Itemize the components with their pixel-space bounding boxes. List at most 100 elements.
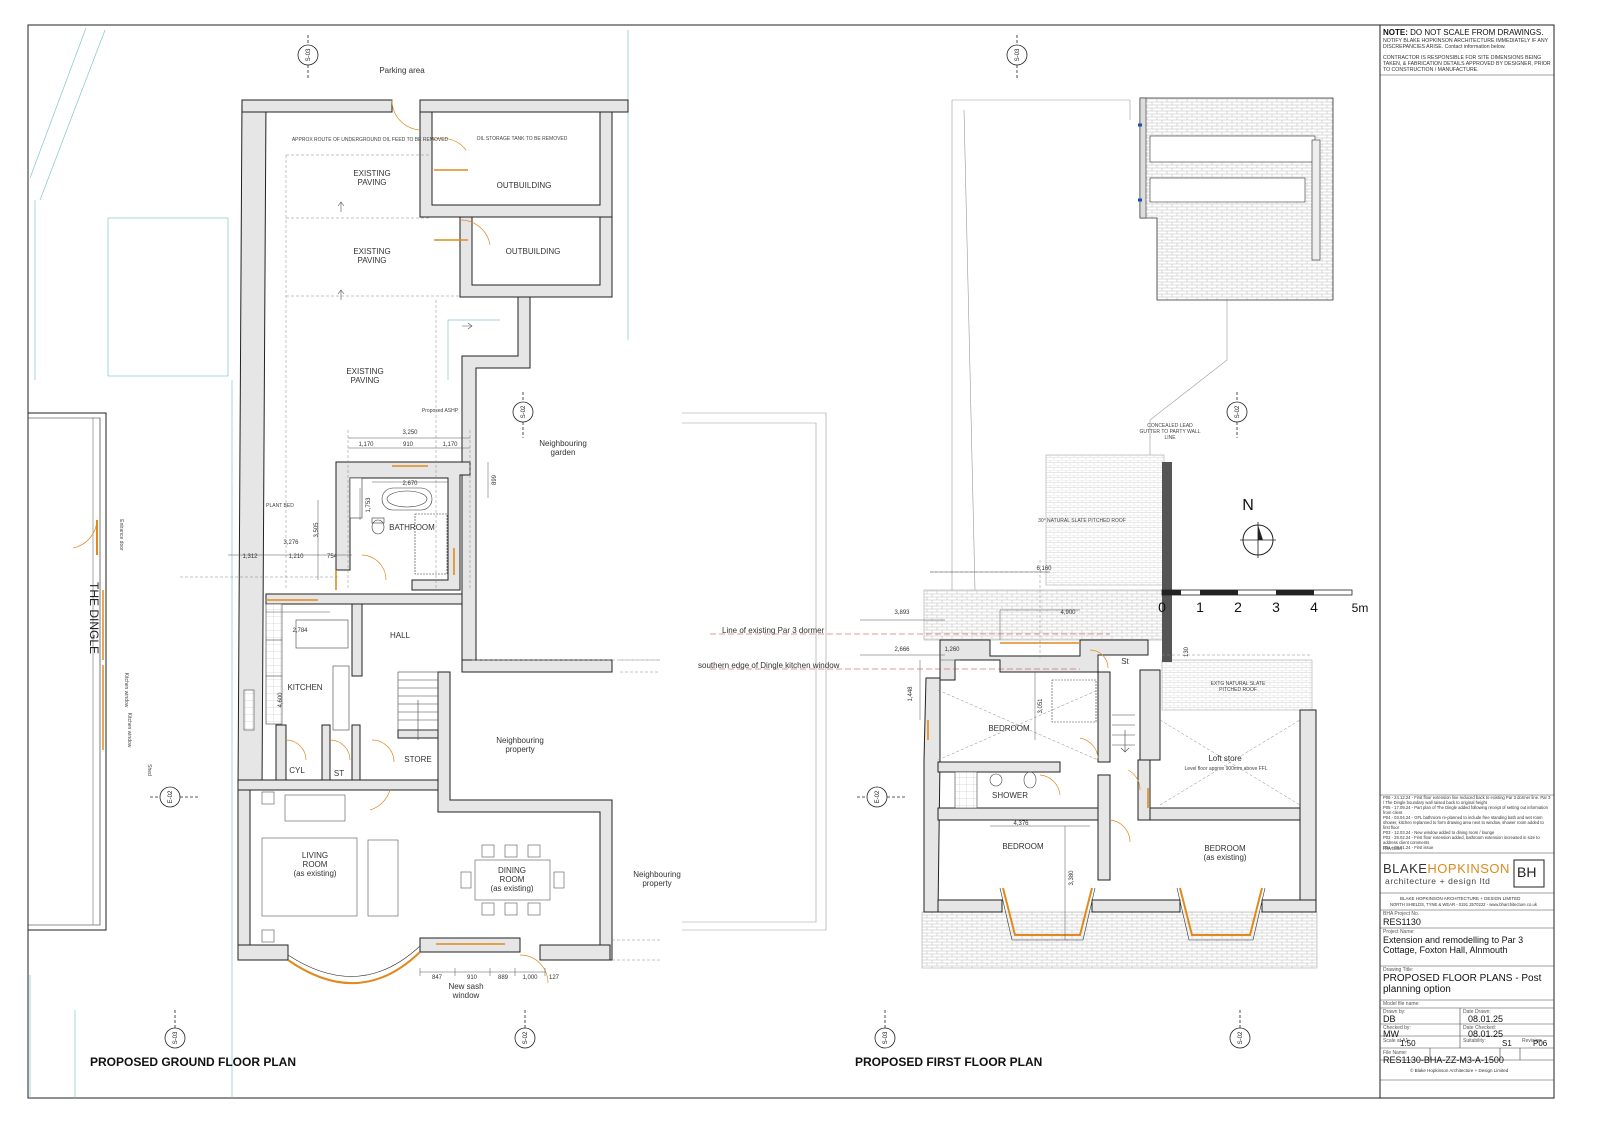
- scale-bar-tick: 2: [1234, 599, 1242, 615]
- gutter-note: LINE: [1164, 435, 1176, 441]
- dimension-text: 4,900: [1060, 610, 1076, 616]
- first-small-notes: CONCEALED LEAD GUTTER TO PARTY WALL LINE…: [1038, 423, 1268, 772]
- date-drawn-label: Date Drawn:: [1463, 1009, 1491, 1015]
- paving-guides: [180, 154, 660, 961]
- parking-label: Parking area: [379, 66, 425, 75]
- ground-small-notes: APPROX ROUTE OF UNDERGROUND OIL FEED TO …: [118, 136, 568, 776]
- bedroom-label: BEDROOM: [988, 724, 1030, 733]
- revision-label: Revision: [1383, 846, 1403, 852]
- fall-arrows: [337, 201, 473, 330]
- drawn-by: DB: [1383, 1014, 1396, 1024]
- dimension-text: 2,670: [402, 481, 418, 487]
- section-label: S-03: [883, 1031, 889, 1044]
- shed-note: Shed: [146, 764, 152, 776]
- section-label: S-02: [1235, 405, 1241, 418]
- paving-label: PAVING: [357, 178, 386, 187]
- logo-word-blake: BLAKE: [1383, 861, 1428, 876]
- roof-note: EXTG NATURAL SLATE: [1211, 681, 1266, 687]
- store-label: STORE: [404, 755, 431, 764]
- revision-entry: P02 - 29.02.24 - First floor extension a…: [1383, 835, 1540, 845]
- paving-label: EXISTING: [353, 169, 390, 178]
- ground-dimensions: 3,250 1,170 910 1,170 2,670 899 3,276 1,…: [242, 430, 559, 981]
- file-name-label: File Name:: [1383, 1050, 1408, 1056]
- file-name: RES1130-BHA-ZZ-M3-A-1500: [1383, 1055, 1504, 1065]
- scale-bar-tick: 3: [1272, 599, 1280, 615]
- loft-store-label: Loft store: [1208, 754, 1242, 763]
- north-arrow: [1240, 522, 1276, 558]
- section-marker-labels: S-03 S-03 S-02 S-02 E-02 E-02 S-03 S-02 …: [168, 48, 1244, 1044]
- new-slate-roof: [1045, 454, 1165, 586]
- logo-tagline: architecture + design ltd: [1385, 876, 1491, 886]
- section-label: S-02: [1238, 1031, 1244, 1044]
- note-heading: NOTE: DO NOT SCALE FROM DRAWINGS.: [1383, 28, 1553, 37]
- north-label: N: [1242, 497, 1254, 514]
- first-dimensions: 6,160 3,893 2,666 4,900 1,260 1,448 3,05…: [894, 566, 1190, 886]
- the-dingle-outline: [28, 412, 107, 931]
- bedroom-label: (as existing): [1203, 853, 1246, 862]
- scale-bar-tick: 5m: [1352, 601, 1369, 615]
- oil-tank-note: OIL STORAGE TANK TO BE REMOVED: [477, 136, 568, 142]
- paving-label: PAVING: [357, 256, 386, 265]
- living-label: LIVING: [302, 851, 328, 860]
- gutter-note: GUTTER TO PARTY WALL: [1139, 429, 1200, 435]
- existing-slate-roof: [1161, 659, 1313, 711]
- hall-label: HALL: [390, 631, 411, 640]
- site-context-lines: [29, 27, 629, 1098]
- dimension-text: 1,448: [908, 686, 914, 702]
- st-label: ST: [334, 769, 344, 778]
- living-label: (as existing): [293, 869, 336, 878]
- neighbouring-property-label: Neighbouring: [496, 736, 544, 745]
- dimension-text: 3,893: [894, 610, 910, 616]
- logo-mark-box: [1513, 859, 1545, 888]
- scale-bar-tick: 0: [1158, 599, 1166, 615]
- paving-label: PAVING: [350, 376, 379, 385]
- suitability-label: Suitability:: [1463, 1038, 1486, 1044]
- dining-label: ROOM: [500, 875, 525, 884]
- dimension-text: 3,380: [1069, 870, 1075, 886]
- project-name-label: Project Name:: [1383, 929, 1415, 935]
- sheet-border: [27, 24, 1555, 1099]
- entrance-door-note: Entrance door: [118, 519, 124, 551]
- plant-bed-note: PLANT BED: [266, 503, 294, 509]
- sash-label: New sash: [448, 982, 483, 991]
- section-marker-s02: [512, 392, 534, 438]
- scale-label: Scale at A1:: [1383, 1038, 1410, 1044]
- bay-window: [287, 945, 421, 985]
- loft-note: Level floor approx 900mm above FFL: [1184, 766, 1267, 772]
- first-site-outline: [682, 99, 1228, 931]
- drawn-by-label: Drawn by:: [1383, 1009, 1406, 1015]
- sash-label: window: [452, 991, 480, 1000]
- revision-entry: P01 - 08.01.24 - First issue: [1383, 845, 1434, 850]
- ground-dimension-lines: [228, 437, 546, 976]
- note-2: CONTRACTOR IS RESPONSIBLE FOR SITE DIMEN…: [1383, 55, 1551, 73]
- first-outbuilding-roof: [1138, 97, 1334, 301]
- date-drawn: 08.01.25: [1468, 1014, 1504, 1024]
- dimension-text: 910: [467, 975, 478, 981]
- dormer-line-label: Line of existing Par 3 dormer: [722, 626, 825, 635]
- kitchen-window-note: Kitchen window: [126, 713, 132, 748]
- drawing-title-label: Drawing Title:: [1383, 967, 1414, 973]
- cyl-label: CYL: [289, 766, 305, 775]
- scale-value: 1:50: [1400, 1039, 1416, 1048]
- ground-floor-title: PROPOSED GROUND FLOOR PLAN: [90, 1055, 296, 1069]
- note-1: NOTIFY BLAKE HOPKINSON ARCHITECTURE IMME…: [1383, 38, 1548, 50]
- dimension-text: 1,170: [358, 442, 374, 448]
- dimension-text: 2,784: [292, 628, 308, 634]
- section-label: E-02: [875, 790, 881, 803]
- project-no-label: BHA Project No.: [1383, 911, 1420, 917]
- section-marker-e02: [857, 786, 907, 808]
- section-marker-s02: [514, 1010, 536, 1049]
- dimension-text: 1,312: [242, 554, 258, 560]
- checked-by-label: Checked by:: [1383, 1025, 1411, 1031]
- section-label: S-03: [173, 1031, 179, 1044]
- section-marker-s03: [297, 35, 319, 80]
- section-marker-s03: [874, 1010, 896, 1049]
- section-markers: [150, 35, 1251, 1049]
- dimension-text: 889: [498, 975, 509, 981]
- dimension-text: 3,276: [283, 540, 299, 546]
- party-wall-gutter: [1162, 462, 1172, 662]
- shower-fittings: [954, 679, 1135, 809]
- ashp-note: Proposed ASHP: [422, 408, 459, 414]
